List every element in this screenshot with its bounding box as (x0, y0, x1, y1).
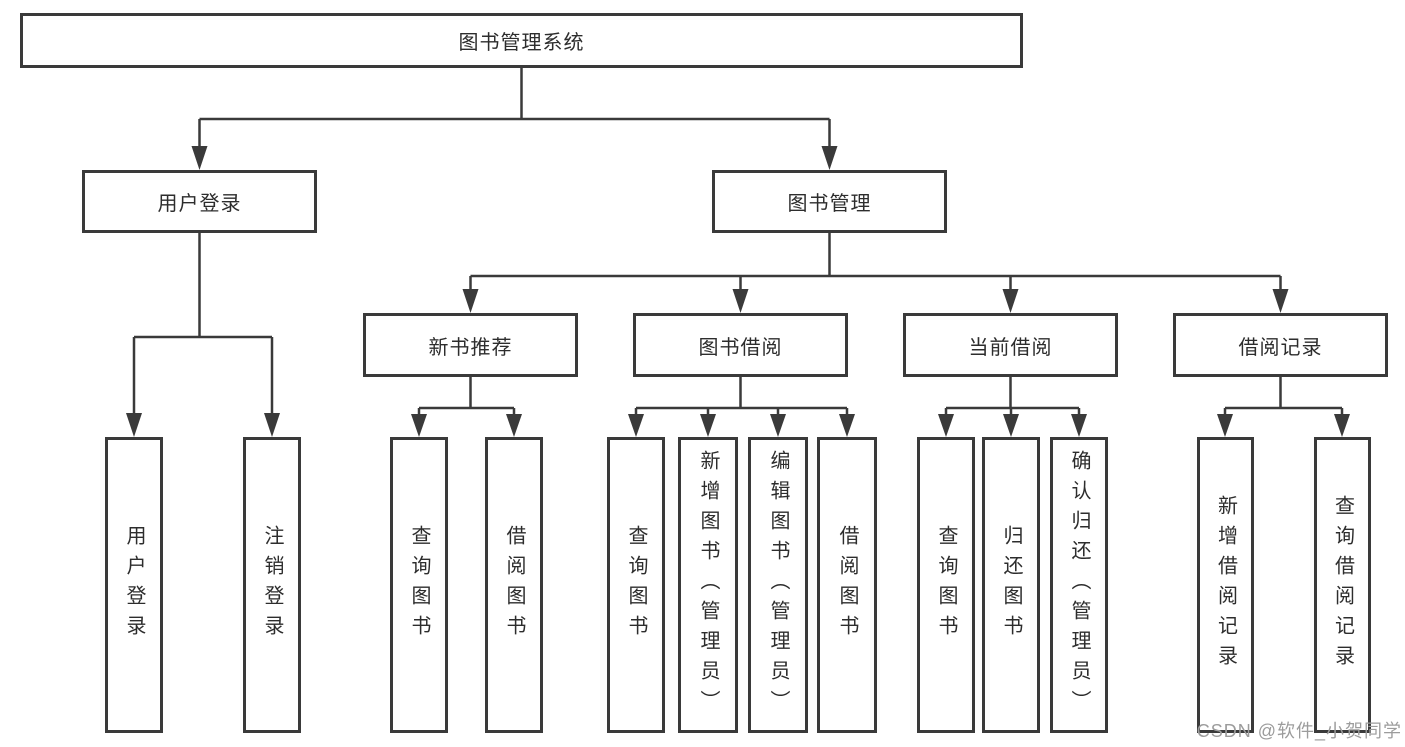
arrowhead-icon (191, 146, 208, 170)
arrowhead-icon (628, 414, 644, 437)
arrowhead-icon (821, 146, 838, 170)
connector-newbook-to-leaves (417, 377, 516, 419)
node-new-book-recommend: 新书推荐 (363, 313, 578, 377)
connector-bookmgmt-to-level3 (469, 233, 1282, 295)
connector-current-to-leaves (944, 377, 1081, 419)
arrowhead-icon (700, 414, 716, 437)
leaf-add-borrow-record: 新增借阅记录 (1197, 437, 1254, 733)
node-book-management: 图书管理 (712, 170, 947, 233)
leaf-user-login: 用户登录 (105, 437, 163, 733)
leaf-edit-book-admin: 编辑图书（管理员） (748, 437, 808, 733)
leaf-query-books-recommend: 查询图书 (390, 437, 448, 733)
arrowhead-icon (1272, 289, 1289, 313)
leaf-confirm-return-admin: 确认归还（管理员） (1050, 437, 1108, 733)
node-library-system: 图书管理系统 (20, 13, 1023, 68)
node-borrowing-records: 借阅记录 (1173, 313, 1388, 377)
arrowhead-icon (126, 413, 142, 437)
arrowhead-icon (1071, 414, 1087, 437)
arrowhead-icon (1217, 414, 1233, 437)
arrowhead-icon (1003, 414, 1019, 437)
connector-records-to-leaves (1223, 377, 1344, 419)
node-current-borrowing: 当前借阅 (903, 313, 1118, 377)
arrowhead-icon (1334, 414, 1350, 437)
arrowhead-icon (462, 289, 479, 313)
arrowhead-icon (938, 414, 954, 437)
leaf-return-books: 归还图书 (982, 437, 1040, 733)
arrowhead-icon (1002, 289, 1019, 313)
arrowhead-icon (770, 414, 786, 437)
leaf-query-books-borrowing: 查询图书 (607, 437, 665, 733)
arrowhead-icon (264, 413, 280, 437)
connector-userlogin-to-leaves (132, 233, 274, 417)
node-user-login: 用户登录 (82, 170, 317, 233)
leaf-borrow-books-borrowing: 借阅图书 (817, 437, 877, 733)
connector-root-to-level2 (198, 68, 831, 150)
arrowhead-icon (839, 414, 855, 437)
leaf-query-books-current: 查询图书 (917, 437, 975, 733)
leaf-add-book-admin: 新增图书（管理员） (678, 437, 738, 733)
leaf-logout: 注销登录 (243, 437, 301, 733)
arrowhead-icon (732, 289, 749, 313)
arrowhead-icon (506, 414, 522, 437)
watermark: CSDN @软件_小贺同学 (1196, 721, 1402, 741)
connector-borrowing-to-leaves (634, 377, 849, 419)
arrowhead-icon (411, 414, 427, 437)
node-book-borrowing: 图书借阅 (633, 313, 848, 377)
leaf-query-borrow-record: 查询借阅记录 (1314, 437, 1371, 733)
leaf-borrow-books-recommend: 借阅图书 (485, 437, 543, 733)
